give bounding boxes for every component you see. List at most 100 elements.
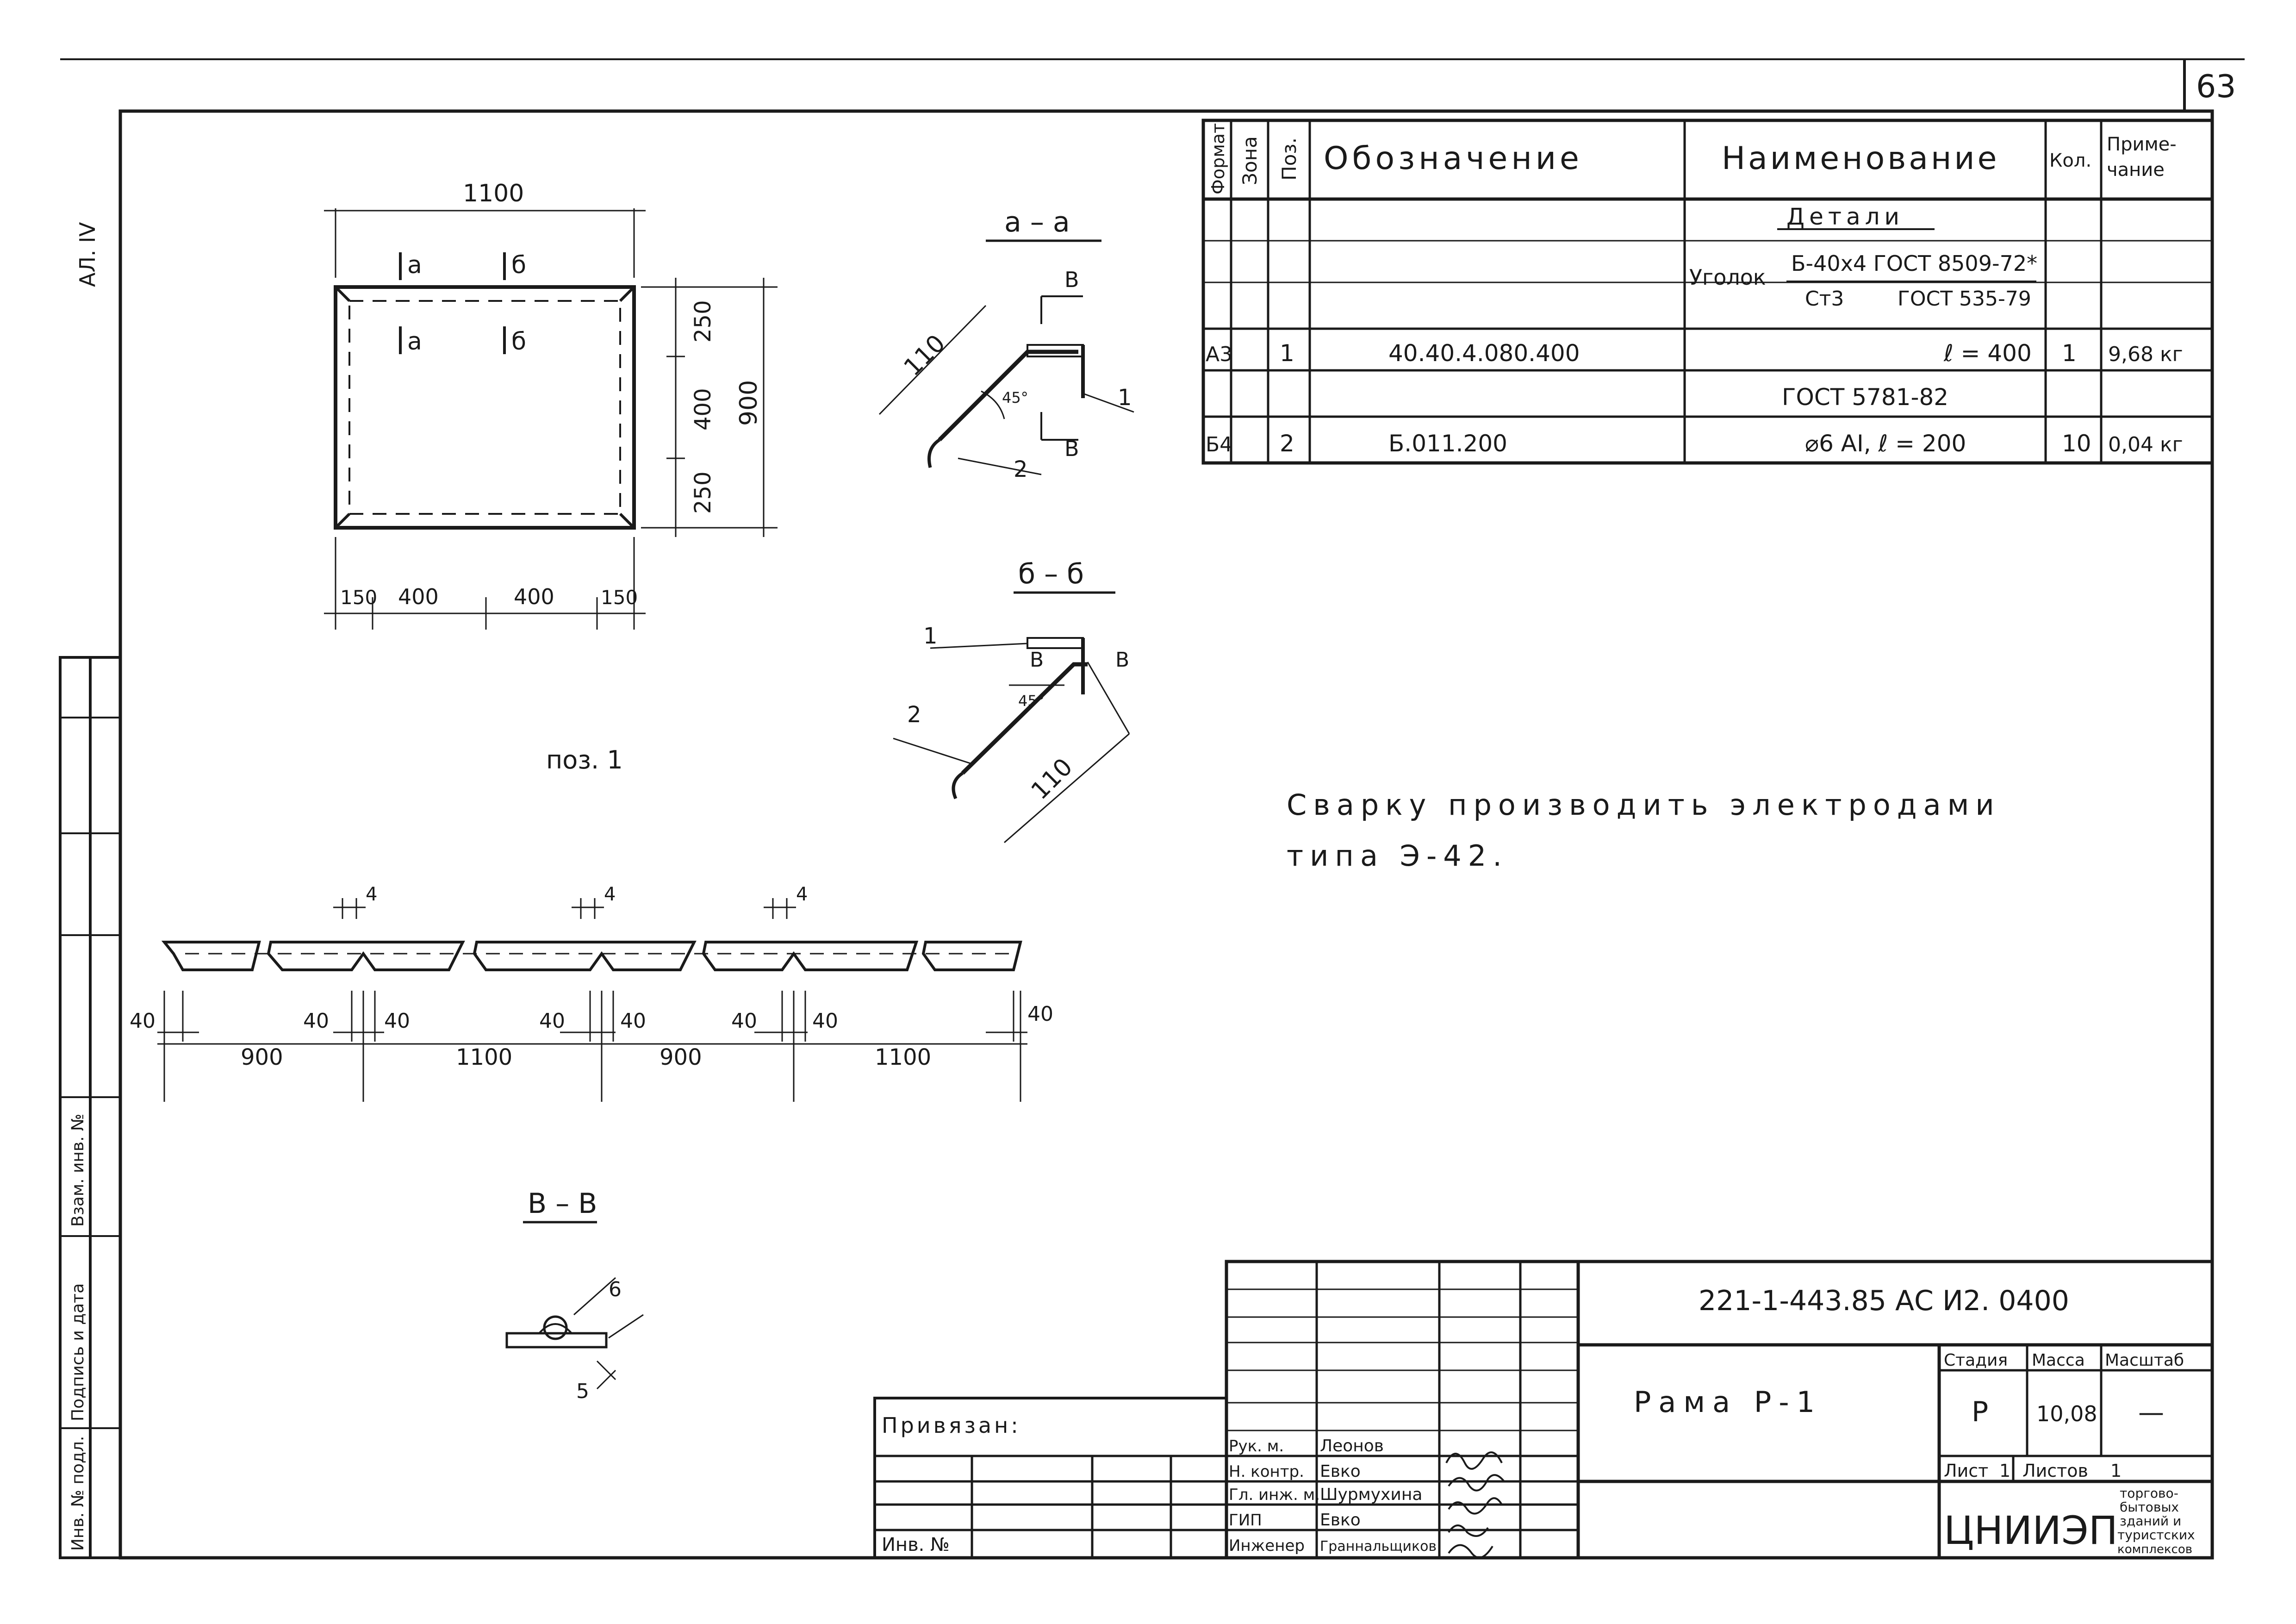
strip-dim-40-8: 40 bbox=[1027, 1002, 1053, 1026]
org-sub-2: бытовых bbox=[2120, 1499, 2179, 1515]
weld-mark-3: 4 bbox=[796, 884, 808, 905]
spec-row-note: 9,68 кг bbox=[2108, 343, 2183, 366]
frame-dim-right-400: 400 bbox=[690, 388, 716, 431]
header-note: Приме- чание bbox=[2107, 134, 2182, 181]
note-line-2: типа Э-42. bbox=[1287, 839, 1508, 873]
spec-row-name: ℓ = 400 bbox=[1943, 340, 2032, 367]
strip-dim-40-6: 40 bbox=[731, 1009, 757, 1033]
header-format: Формат bbox=[1208, 123, 1228, 194]
org-sub-1: торгово- bbox=[2120, 1486, 2178, 1501]
section-vv bbox=[505, 1221, 644, 1390]
spec-row-format: А3 bbox=[1206, 343, 1232, 366]
angle-label: Уголок bbox=[1689, 265, 1766, 290]
person-name: Граннальщиков bbox=[1320, 1538, 1437, 1555]
angle-denominator-right: ГОСТ 535-79 bbox=[1898, 287, 2031, 311]
section-aa-callout-2: 2 bbox=[1014, 456, 1028, 482]
section-aa-callout-1: 1 bbox=[1118, 385, 1132, 411]
frame-dim-right-250-top: 250 bbox=[690, 300, 716, 343]
stamp-signature-date: Подпись и дата bbox=[68, 1283, 87, 1421]
bound-label: Привязан: bbox=[882, 1413, 1021, 1438]
strip-dim-900-2: 900 bbox=[660, 1044, 702, 1070]
org-sub-3: зданий и bbox=[2120, 1513, 2181, 1529]
spec-table bbox=[1201, 119, 2214, 465]
person-role: Н. контр. bbox=[1229, 1462, 1304, 1481]
person-name: Евко bbox=[1320, 1462, 1361, 1481]
section-bb-title: б – б bbox=[1018, 558, 1084, 590]
scale-value: — bbox=[2138, 1398, 2164, 1428]
strip-dim-1100-2: 1100 bbox=[875, 1044, 931, 1070]
spec-row-pos: 1 bbox=[1280, 340, 1294, 367]
spec-row-name: ⌀6 АI, ℓ = 200 bbox=[1805, 430, 1966, 457]
strip-dim-40-7: 40 bbox=[812, 1009, 838, 1033]
sheets-value: 1 bbox=[2110, 1461, 2122, 1481]
frame-cut-a-inner: а bbox=[407, 328, 422, 356]
strip-dim-40-3: 40 bbox=[384, 1009, 410, 1033]
mass-header: Масса bbox=[2032, 1351, 2085, 1370]
spec-row-note: 0,04 кг bbox=[2108, 433, 2183, 456]
frame-dim-bottom-400-left: 400 bbox=[398, 584, 439, 609]
mass-value: 10,08 bbox=[2036, 1401, 2097, 1426]
header-qty: Кол. bbox=[2049, 150, 2091, 171]
frame-cut-b-inner: б bbox=[511, 328, 526, 356]
frame-caption: поз. 1 bbox=[546, 745, 623, 775]
person-name: Леонов bbox=[1320, 1437, 1384, 1455]
frame-dim-right-total: 900 bbox=[735, 380, 763, 426]
section-bb-length: 110 bbox=[1026, 753, 1078, 806]
stage-header: Стадия bbox=[1944, 1351, 2008, 1370]
header-pos: Поз. bbox=[1278, 137, 1300, 181]
signatures bbox=[1445, 1451, 1505, 1559]
drawing-code: 221-1-443.85 АС И2. 0400 bbox=[1699, 1285, 2069, 1317]
person-name: Шурмухина bbox=[1320, 1485, 1422, 1504]
strip-dim-40-1: 40 bbox=[130, 1009, 156, 1033]
section-aa-title: а – а bbox=[1004, 206, 1070, 238]
stage-value: Р bbox=[1972, 1396, 1988, 1428]
section-vv-dim-5: 5 bbox=[576, 1380, 589, 1403]
spec-row-pos: 2 bbox=[1280, 430, 1294, 457]
section-aa-length: 110 bbox=[899, 330, 951, 382]
section-bb bbox=[893, 591, 1130, 843]
frame-dim-top: 1100 bbox=[463, 180, 524, 207]
org-name: ЦНИИЭП bbox=[1944, 1508, 2118, 1553]
org-sub-4: туристских bbox=[2117, 1527, 2195, 1543]
person-role: Инженер bbox=[1229, 1537, 1305, 1555]
sheet-label: Лист bbox=[1944, 1461, 1988, 1481]
person-name: Евко bbox=[1320, 1511, 1361, 1530]
spec-row-designation: Б.011.200 bbox=[1388, 430, 1507, 457]
strip-dim-40-2: 40 bbox=[303, 1009, 329, 1033]
header-note-text: Приме- bbox=[2107, 134, 2177, 155]
header-designation: Обозначение bbox=[1324, 140, 1583, 177]
person-role: Гл. инж. м. bbox=[1229, 1486, 1320, 1504]
strip-dim-900-1: 900 bbox=[241, 1044, 283, 1070]
inv-label: Инв. № bbox=[882, 1534, 950, 1555]
angle-numerator: Б-40х4 ГОСТ 8509-72* bbox=[1791, 251, 2037, 276]
frame-view bbox=[324, 208, 778, 630]
section-aa-cut-bottom: В bbox=[1064, 436, 1079, 461]
frame-dim-right-250-bottom: 250 bbox=[690, 471, 716, 514]
stamp-vzam-inv: Взам. инв. № bbox=[68, 1114, 87, 1227]
section-bb-angle: 45° bbox=[1018, 692, 1045, 710]
weld-mark-1: 4 bbox=[366, 884, 377, 905]
note-line-1: Сварку производить электродами bbox=[1287, 788, 2001, 822]
section-aa-angle: 45° bbox=[1002, 389, 1028, 406]
spec-row-qty: 10 bbox=[2062, 430, 2091, 457]
section-vv-dim-6: 6 bbox=[609, 1278, 622, 1301]
frame-dim-bottom-150-left: 150 bbox=[340, 586, 377, 609]
frame-dim-bottom-400-right: 400 bbox=[514, 584, 554, 609]
header-name: Наименование bbox=[1722, 140, 1999, 177]
strip-dim-1100-1: 1100 bbox=[456, 1044, 512, 1070]
angle-denominator-left: Ст3 bbox=[1805, 287, 1844, 311]
section-bb-cut-left: В bbox=[1030, 648, 1044, 672]
sheet-value: 1 bbox=[1999, 1461, 2010, 1481]
header-zone: Зона bbox=[1238, 136, 1261, 185]
strip-dim-40-5: 40 bbox=[620, 1009, 646, 1033]
weld-mark-2: 4 bbox=[604, 884, 616, 905]
section-bb-cut-right: В bbox=[1115, 648, 1129, 672]
album-mark: АЛ. IV bbox=[75, 222, 100, 287]
title-block bbox=[1225, 1260, 2214, 1560]
sheets-label: Листов bbox=[2022, 1461, 2088, 1481]
strip-dim-40-4: 40 bbox=[539, 1009, 565, 1033]
section-title: Детали bbox=[1786, 203, 1904, 230]
